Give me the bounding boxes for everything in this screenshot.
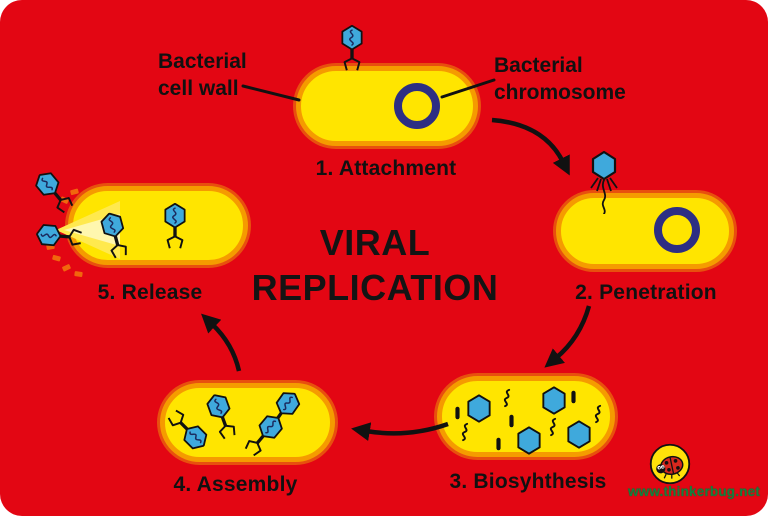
phage-tail-icon [496,437,501,451]
bacterial-chromosome-ring-1 [394,83,440,129]
page-title: VIRAL REPLICATION [245,220,505,310]
phage-icon [337,25,367,71]
dna-squiggle-icon [459,422,472,442]
stage-label-penetration: 2. Penetration [575,281,717,304]
ladybug-logo-icon [649,443,691,485]
stage-label-assembly: 4. Assembly [173,473,298,496]
dna-squiggle-icon [501,388,514,408]
annotation-chromosome: Bacterial chromosome [494,54,626,104]
dna-squiggle-icon [592,404,605,424]
watermark-url: www.thinkerbug.net [627,484,761,499]
phage-injecting-icon [586,150,622,214]
phage-icon [160,203,190,249]
stage-label-biosynthesis: 3. Biosyhthesis [449,470,607,493]
phage-head-icon [541,386,567,415]
phage-head-icon [566,420,592,449]
escaping-phage-icon [35,219,83,253]
annotation-cell-wall: Bacterial cell wall [158,50,247,100]
phage-tail-icon [571,390,576,404]
cell-debris [46,188,83,277]
phage-tail-icon [455,406,460,420]
title-line-1: VIRAL [319,222,431,263]
bacterium-assembly [160,383,335,462]
title-line-2: REPLICATION [251,267,499,308]
stage-label-release: 5. Release [97,281,203,304]
bacterium-penetration [556,193,734,269]
dna-squiggle-icon [547,417,560,437]
bacterium-attachment [296,66,478,146]
phage-head-icon [516,426,542,455]
phage-head-icon [466,394,492,423]
bacterial-chromosome-ring-2 [654,207,700,253]
stage-label-attachment: 1. Attachment [315,157,457,180]
phage-tail-icon [509,414,514,428]
